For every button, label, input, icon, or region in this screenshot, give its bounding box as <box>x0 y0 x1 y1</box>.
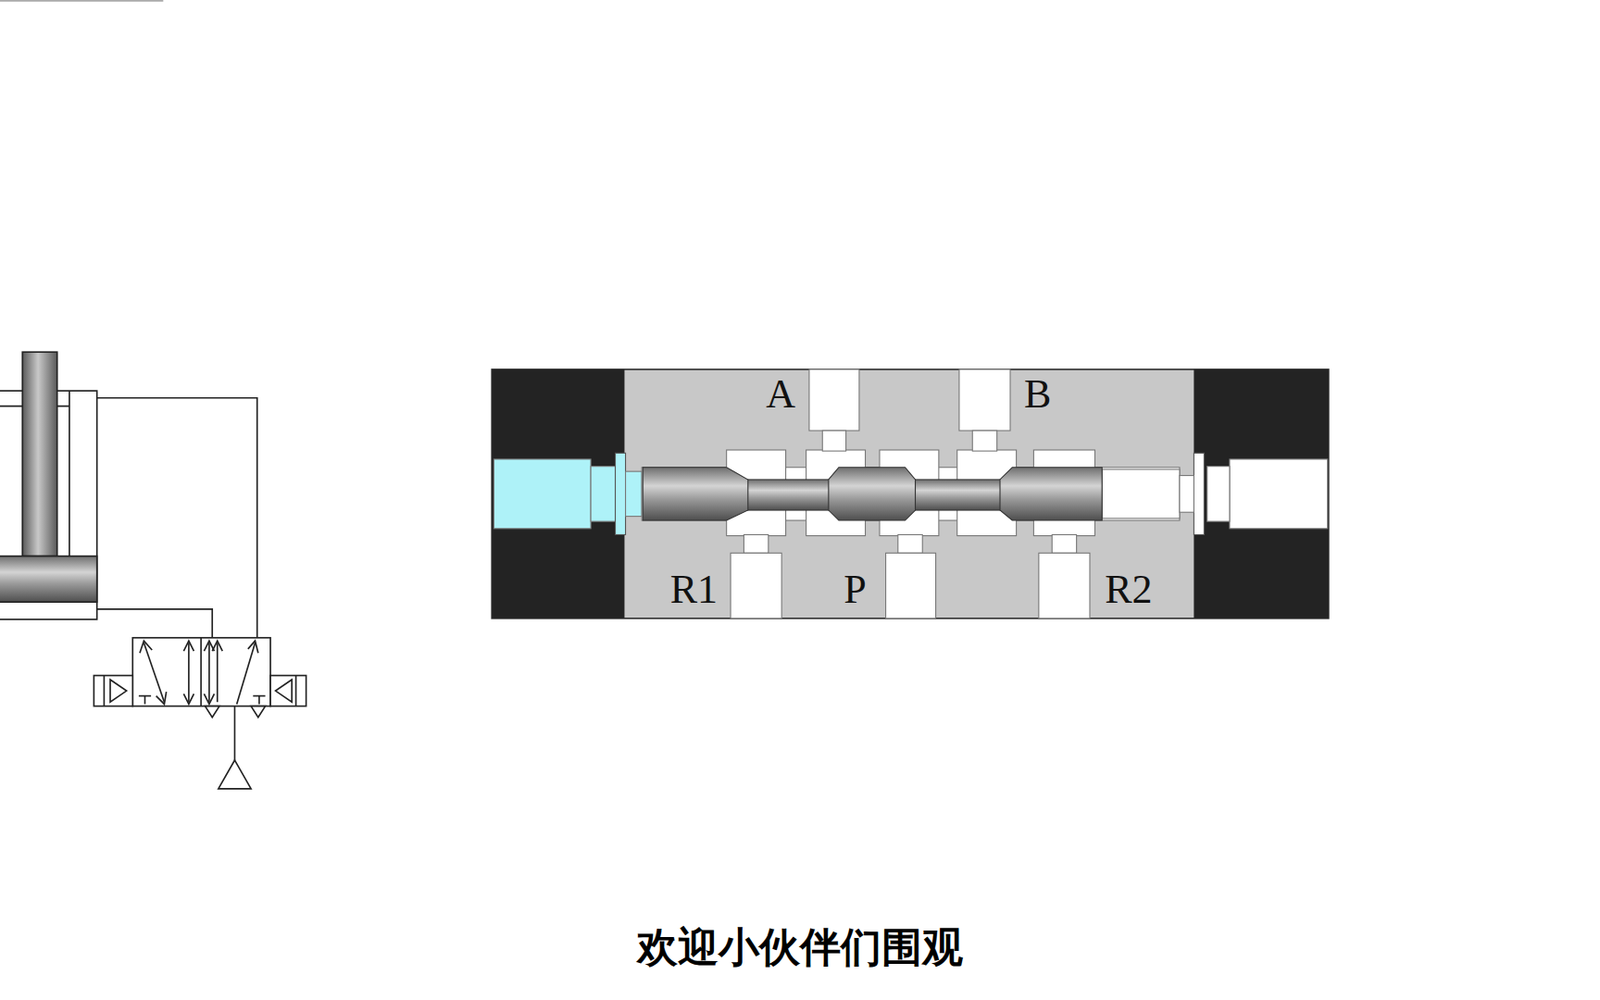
valve-section <box>491 369 1329 619</box>
port-label: R1 <box>670 569 718 611</box>
caption: 欢迎小伙伴们围观 <box>637 924 963 969</box>
port-label: B <box>1024 374 1051 415</box>
valve-symbol <box>93 637 306 789</box>
port-label: P <box>843 569 866 611</box>
edge-line <box>0 0 163 2</box>
port-label: R2 <box>1104 569 1152 611</box>
port-label: A <box>765 374 796 415</box>
cylinder <box>0 351 98 620</box>
